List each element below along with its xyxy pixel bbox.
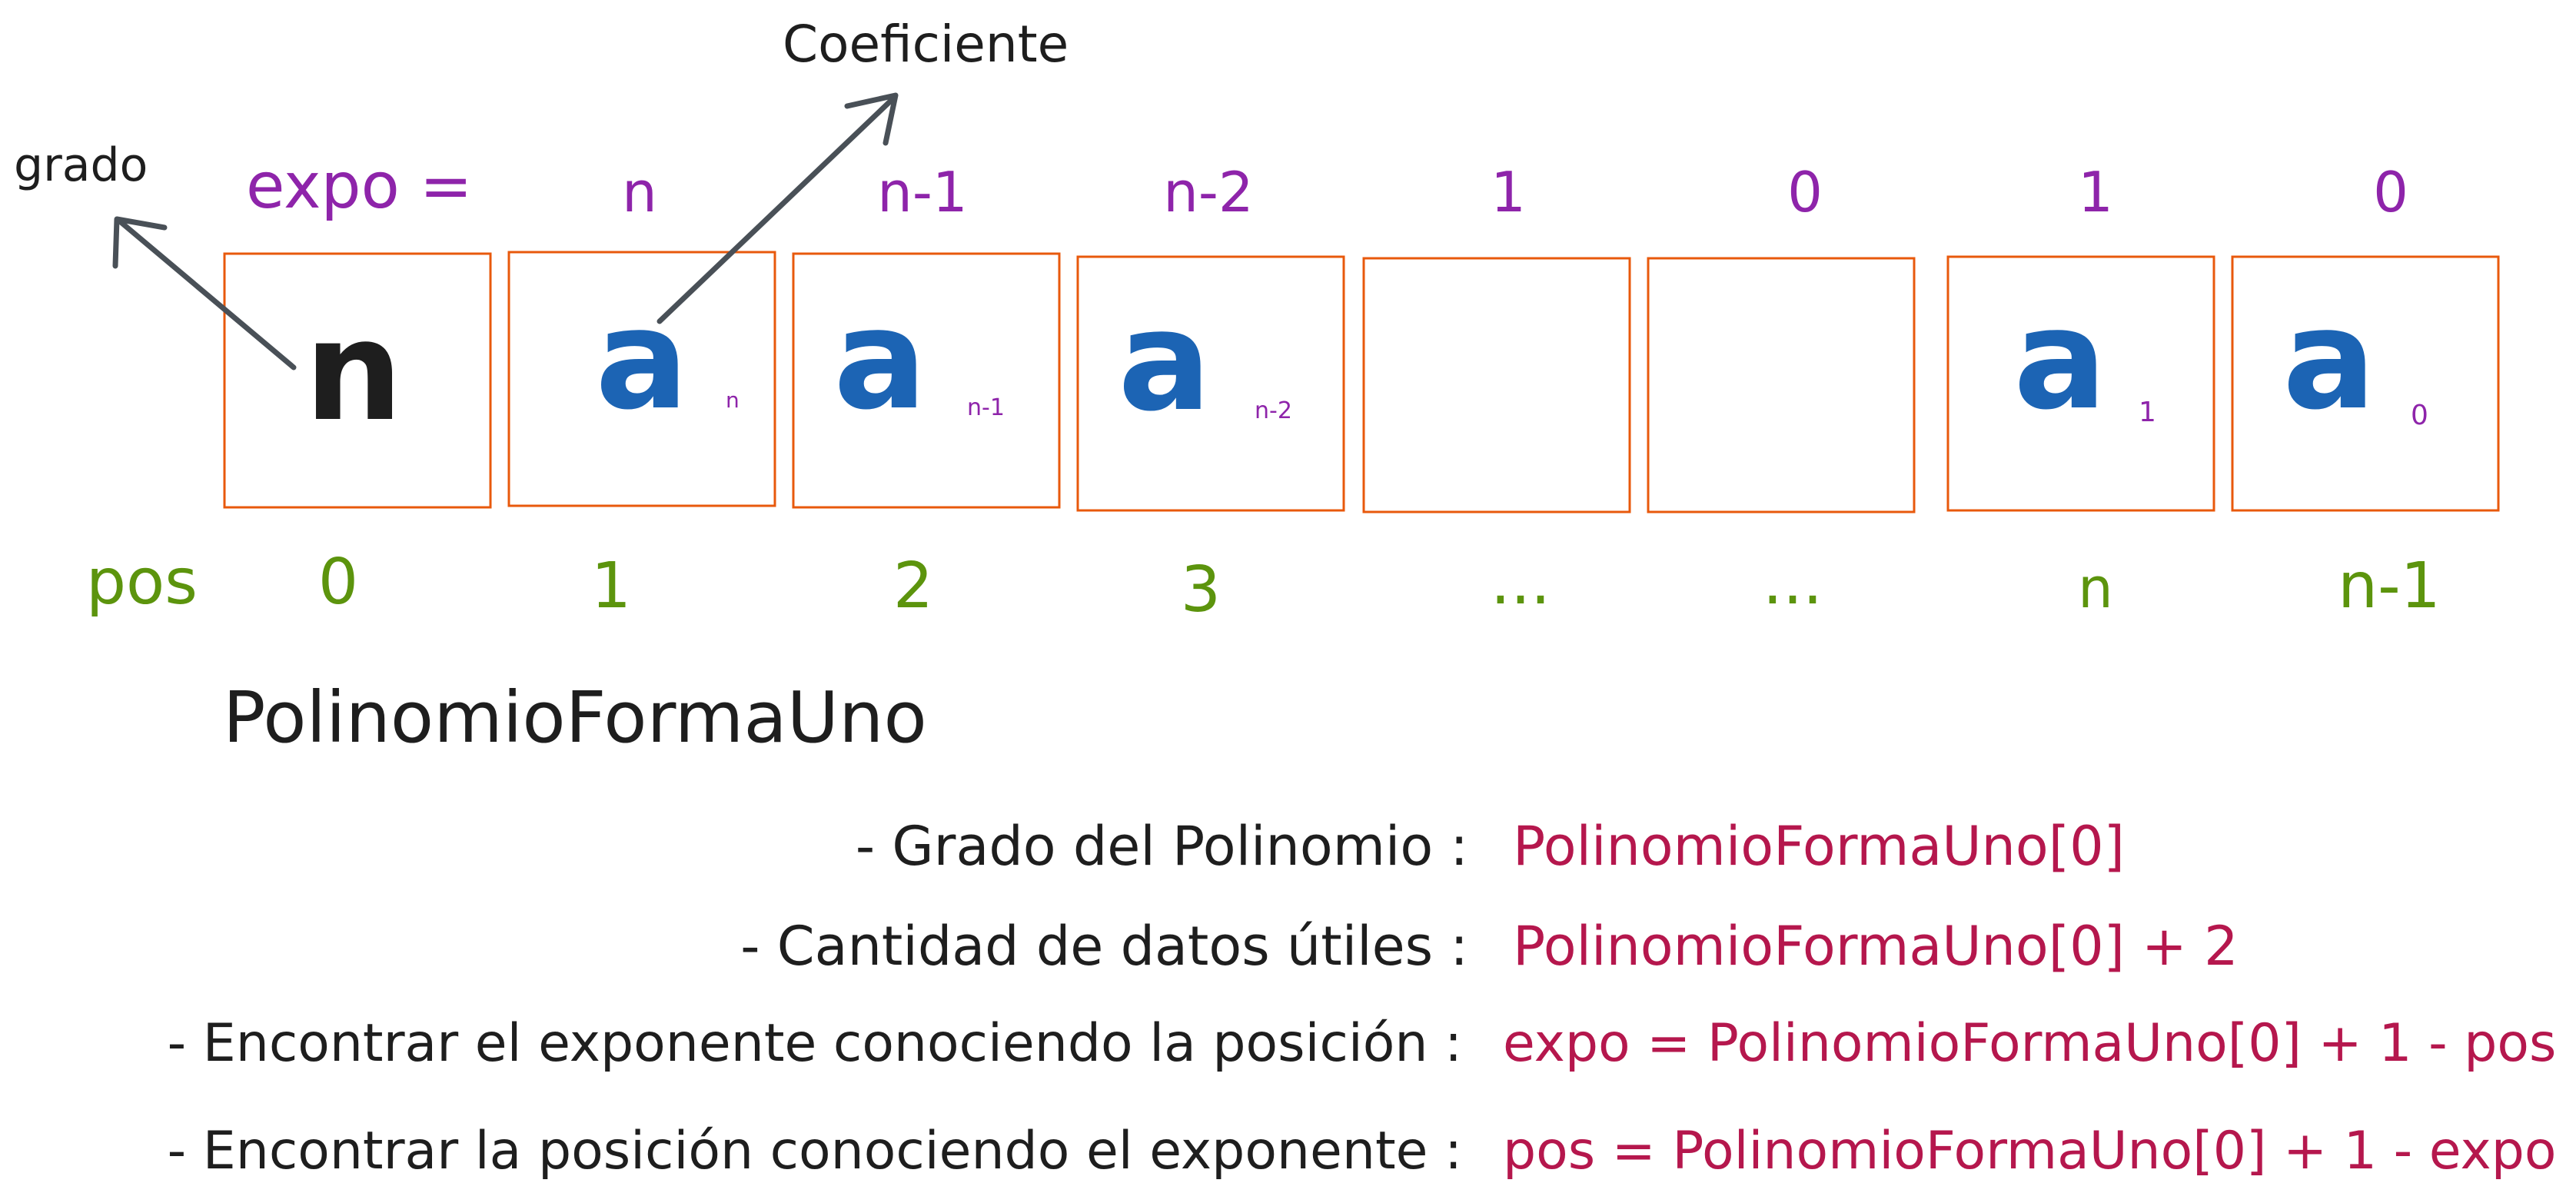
rule-formula: expo = PolinomioFormaUno[0] + 1 - pos [1503,1013,2556,1074]
array-cell [1076,255,1345,512]
degree-cell-value: n [304,291,403,452]
array-name: PolinomioFormaUno [223,676,927,759]
coefficient-subscript: 1 [2139,397,2156,428]
rule-formula: PolinomioFormaUno[0] + 2 [1513,915,2239,978]
array-cell [792,252,1061,509]
expo-value: 1 [2078,160,2113,224]
coefficient-arrow [656,92,899,324]
coefficient-subscript: 0 [2411,400,2428,431]
coefficient-subscript: n-1 [967,394,1005,421]
rule-label: - Encontrar la posición conociendo el ex… [168,1121,1462,1181]
array-cell [1647,257,1916,513]
pos-value: n-1 [2338,550,2441,623]
pos-value: 3 [1181,553,1221,626]
pos-value: 1 [591,550,631,623]
pos-row-label: pos [86,546,198,619]
array-cell [223,252,492,509]
pos-value: ... [1763,546,1823,619]
array-cell [2231,255,2500,512]
array-cell [507,251,776,507]
pos-value: ... [1491,546,1551,619]
degree-annotation: grado [14,138,148,192]
expo-row-label: expo = [246,150,473,223]
expo-value: n [622,160,657,224]
coefficient-subscript: n-2 [1255,397,1292,424]
expo-value: n-2 [1163,160,1253,224]
coefficient-letter: a [2282,280,2375,440]
pos-value: 0 [318,546,358,619]
coefficient-letter: a [1118,281,1211,442]
array-cell [1362,257,1631,513]
coefficient-annotation: Coeficiente [783,15,1069,74]
rule-label: - Grado del Polinomio : [856,815,1468,878]
rule-label: - Encontrar el exponente conociendo la p… [168,1013,1462,1074]
expo-value: n-1 [877,160,967,224]
pos-value: n [2078,556,2113,620]
rule-formula: pos = PolinomioFormaUno[0] + 1 - expo [1503,1121,2556,1181]
coefficient-letter: a [833,280,926,440]
coefficient-subscript: n [726,387,740,413]
array-cell [1946,255,2215,512]
degree-arrow [112,216,297,371]
rule-label: - Cantidad de datos útiles : [740,915,1468,978]
pos-value: 2 [893,550,933,623]
expo-value: 0 [1787,160,1823,224]
rule-formula: PolinomioFormaUno[0] [1513,815,2125,878]
expo-value: 1 [1491,160,1526,224]
expo-value: 0 [2373,160,2408,224]
coefficient-letter: a [2013,280,2106,440]
